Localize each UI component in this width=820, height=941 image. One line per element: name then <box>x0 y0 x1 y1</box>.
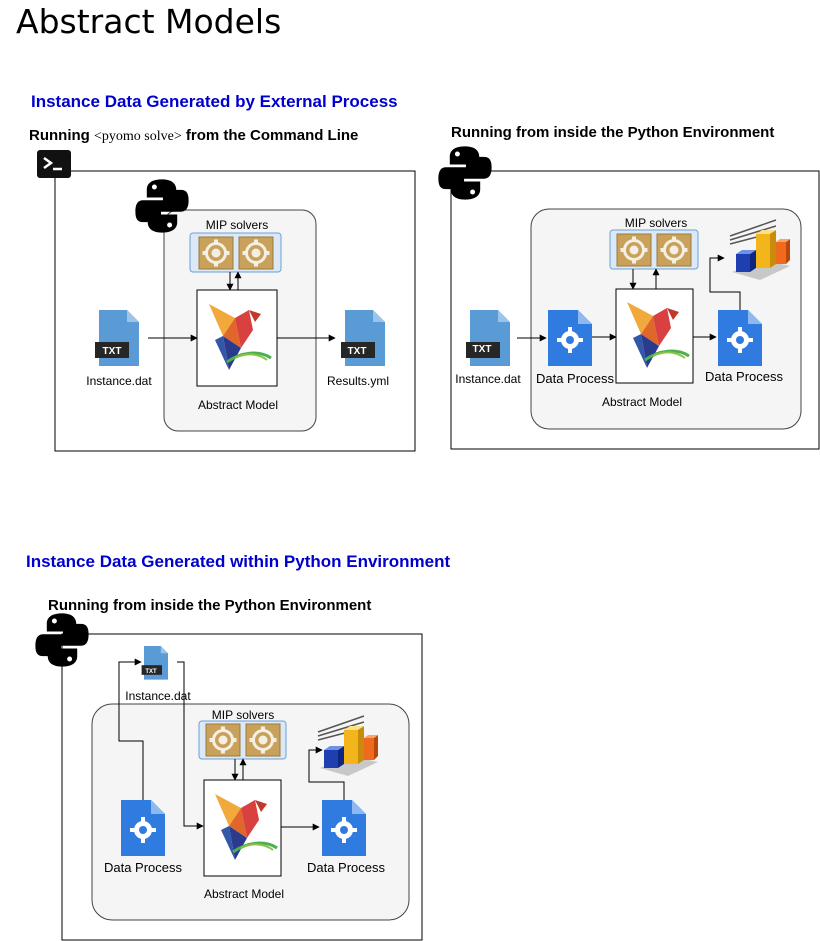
txt-file-icon <box>95 310 139 366</box>
section2-process-in-label: Data Process <box>104 860 183 875</box>
right-input-label: Instance.dat <box>455 372 521 386</box>
txt-badge: TXT <box>145 669 157 675</box>
page-title: Abstract Models <box>16 2 281 41</box>
process-to-chart-arrow <box>308 746 345 800</box>
data-process-icon <box>718 310 762 366</box>
right-panel-subtitle: Running from inside the Python Environme… <box>451 124 774 141</box>
section2-input-label: Instance.dat <box>125 689 191 703</box>
txt-badge: TXT <box>473 344 492 355</box>
txt-file-icon <box>466 310 510 366</box>
process-to-chart-arrow <box>709 254 741 310</box>
data-process-icon <box>548 310 592 366</box>
right-mip-solvers-label: MIP solvers <box>625 216 687 230</box>
solver-gear-icon <box>198 236 234 270</box>
process-to-instance-arrow <box>118 658 144 800</box>
left-mip-solvers-label: MIP solvers <box>206 218 268 232</box>
solver-gear-icon <box>205 723 241 757</box>
left-panel-subtitle: Running <pyomo solve> from the Command L… <box>29 127 358 144</box>
solver-gear-icon <box>245 723 281 757</box>
solver-gear-icon <box>616 233 652 267</box>
left-input-label: Instance.dat <box>86 374 152 388</box>
data-process-icon <box>121 800 165 856</box>
section2-abstract-model-label: Abstract Model <box>204 887 284 901</box>
txt-file-icon <box>341 310 385 366</box>
terminal-icon <box>35 148 73 180</box>
section2-heading: Instance Data Generated within Python En… <box>26 552 450 571</box>
solver-gear-icon <box>656 233 692 267</box>
section1-heading: Instance Data Generated by External Proc… <box>31 92 398 111</box>
instance-to-model-arrow <box>177 661 204 830</box>
left-abstract-model-label: Abstract Model <box>198 398 278 412</box>
right-process-out-label: Data Process <box>705 369 784 384</box>
right-abstract-model-label: Abstract Model <box>602 395 682 409</box>
pyomo-solve-command: <pyomo solve> <box>94 129 182 144</box>
data-process-icon <box>322 800 366 856</box>
txt-badge: TXT <box>103 346 122 357</box>
section2-subtitle: Running from inside the Python Environme… <box>48 597 371 614</box>
section2-mip-solvers-label: MIP solvers <box>212 708 274 722</box>
section2-process-out-label: Data Process <box>307 860 386 875</box>
left-output-label: Results.yml <box>327 374 389 388</box>
right-process-in-label: Data Process <box>536 371 615 386</box>
txt-badge: TXT <box>348 346 367 357</box>
solver-gear-icon <box>238 236 274 270</box>
